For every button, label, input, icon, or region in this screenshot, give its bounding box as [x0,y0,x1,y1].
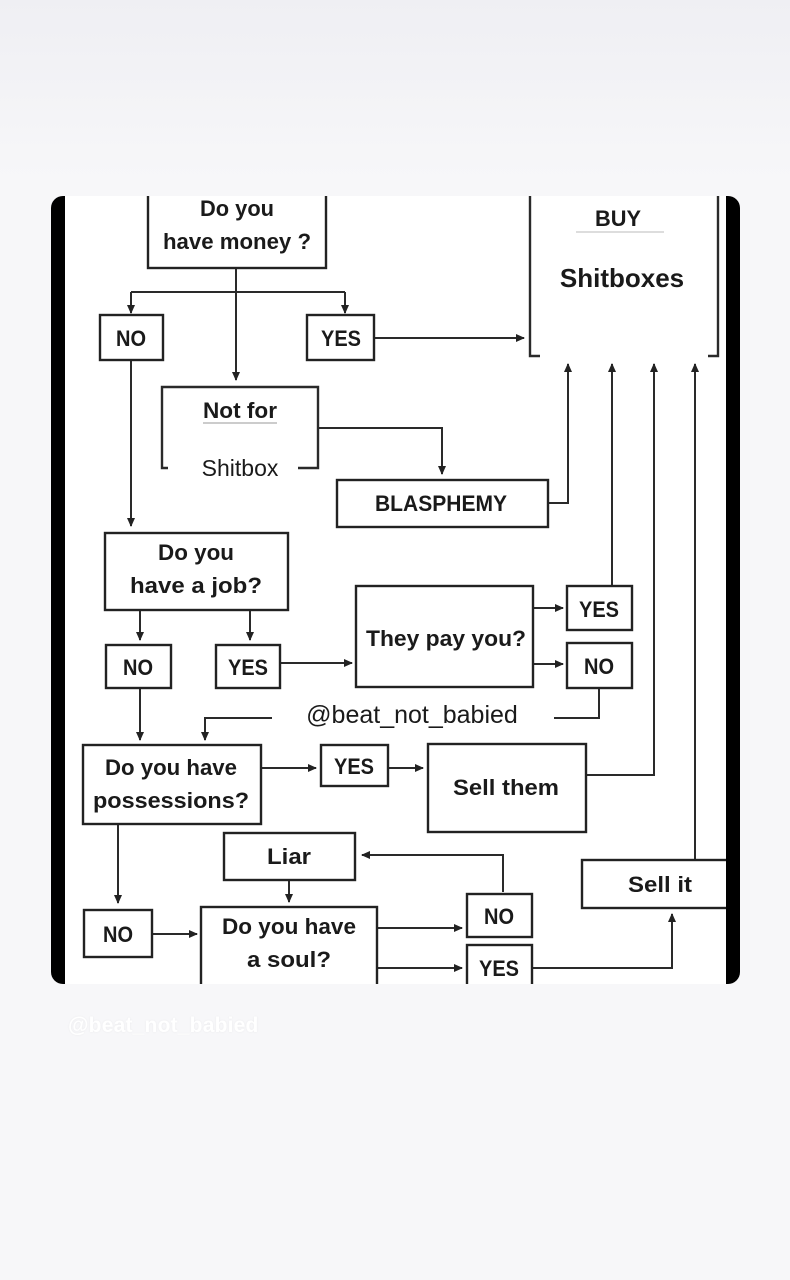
blasphemy-box [335,478,550,529]
yes-soul-label: YES [479,956,519,981]
yes-pay-box [565,584,634,632]
no-soul-label: NO [484,904,514,929]
yes-possessions-box [319,743,390,788]
handle-label: @beat_not_babied [306,701,518,729]
liar-box [222,831,357,882]
shitbox-label: Shitbox [202,455,279,481]
no-possessions-label: NO [103,922,133,947]
no-soul-box [465,892,534,939]
arrow [361,851,504,892]
yes-possessions-label: YES [334,754,374,779]
yes-money-label: YES [321,326,361,351]
buy-box [528,196,720,358]
sell-it-label: Sell it [628,872,693,897]
soul-question-box [199,905,379,984]
job-question-line1: Do you [158,540,234,565]
buy-label: BUY [595,206,641,231]
job-question-box [103,531,290,612]
soul-question-line1: Do you have [222,914,356,939]
they-pay-label: They pay you? [366,626,526,651]
blasphemy-label: BLASPHEMY [375,491,507,516]
sell-it-box [580,858,740,910]
no-pay-box [565,641,634,690]
money-question-line2: have money ? [163,229,311,254]
arrow [532,913,676,969]
yes-money-box [305,313,376,362]
no-possessions-box [82,908,154,959]
sell-them-label: Sell them [453,775,559,800]
arrow [586,363,658,776]
possessions-question-line1: Do you have [105,755,237,780]
not-for-label: Not for [203,398,277,423]
money-question-box [146,196,328,270]
money-question-line1: Do you [200,196,274,221]
no-job-label: NO [123,655,153,680]
job-question-line2: have a job? [130,573,262,598]
possessions-question-line2: possessions? [93,788,249,813]
yes-pay-label: YES [579,597,619,622]
yes-job-label: YES [228,655,268,680]
arrow [318,427,446,475]
card-edge-left [51,196,65,984]
no-pay-label: NO [584,654,614,679]
connectors [114,268,699,972]
watermark-handle: @beat_not_babied [68,1014,259,1037]
shitboxes-label: Shitboxes [560,263,684,293]
not-for-shitbox-box [160,385,320,470]
soul-question-line2: a soul? [247,947,331,972]
sell-them-box [426,742,588,834]
handle-backdrop [272,695,554,729]
no-money-box [98,313,165,362]
they-pay-box [354,584,535,689]
no-money-label: NO [116,326,146,351]
no-job-box [104,643,173,690]
arrow [548,363,572,504]
card-edge-right [726,196,740,984]
yes-job-box [214,643,282,690]
possessions-question-box [81,743,263,826]
liar-label: Liar [267,844,311,869]
yes-soul-box [465,943,534,984]
